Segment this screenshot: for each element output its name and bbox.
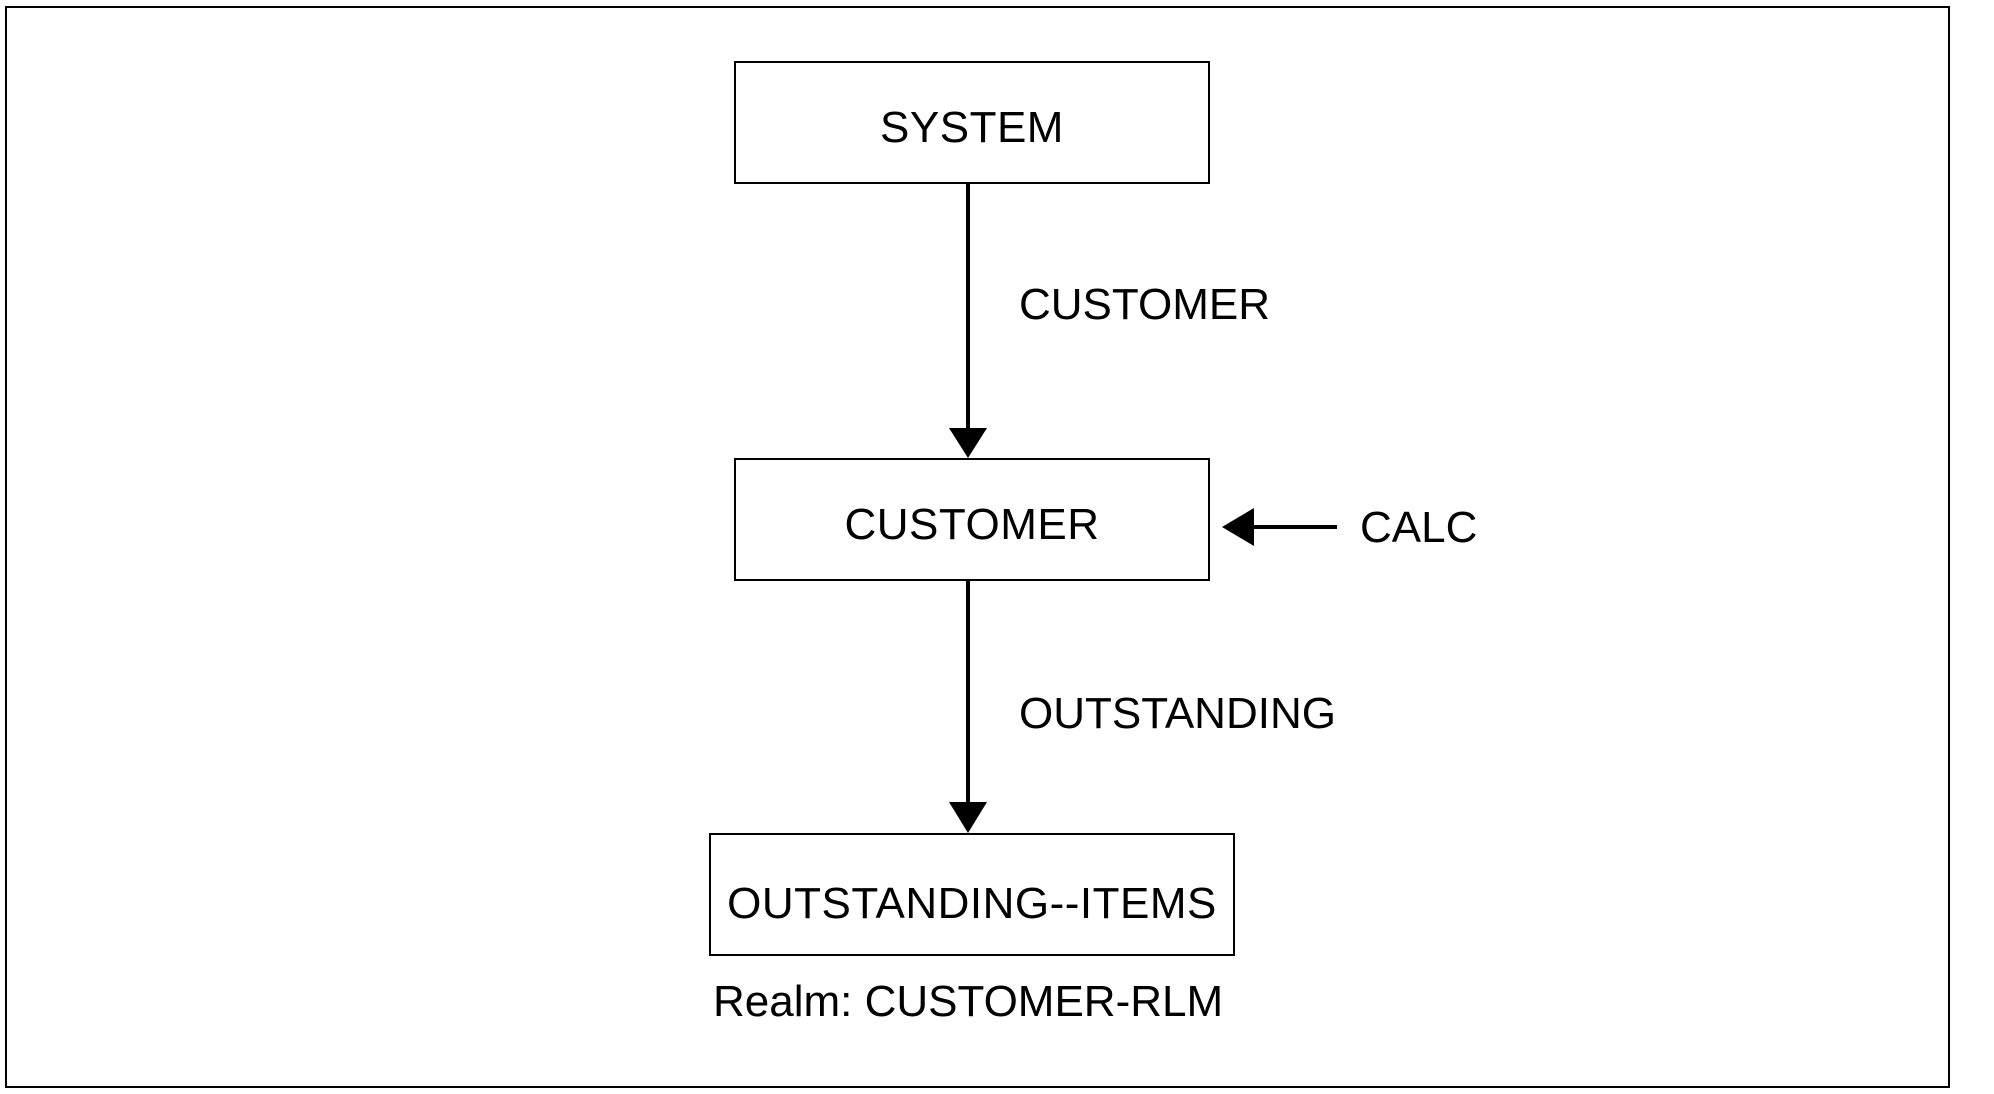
record-customer[interactable]: CUSTOMER — [734, 458, 1210, 581]
record-outstanding-items[interactable]: OUTSTANDING--ITEMS — [709, 833, 1235, 956]
diagram-frame — [5, 6, 1950, 1088]
record-outstanding-items-label: OUTSTANDING--ITEMS — [727, 878, 1217, 928]
set-outstanding-label: OUTSTANDING — [1019, 689, 1336, 738]
realm-label: Realm: CUSTOMER-RLM — [713, 977, 1224, 1026]
set-customer-label: CUSTOMER — [1019, 280, 1270, 329]
calc-location-mode-label: CALC — [1360, 503, 1478, 552]
record-system-label: SYSTEM — [880, 102, 1064, 152]
record-customer-label: CUSTOMER — [844, 499, 1100, 549]
record-system[interactable]: SYSTEM — [734, 61, 1210, 184]
